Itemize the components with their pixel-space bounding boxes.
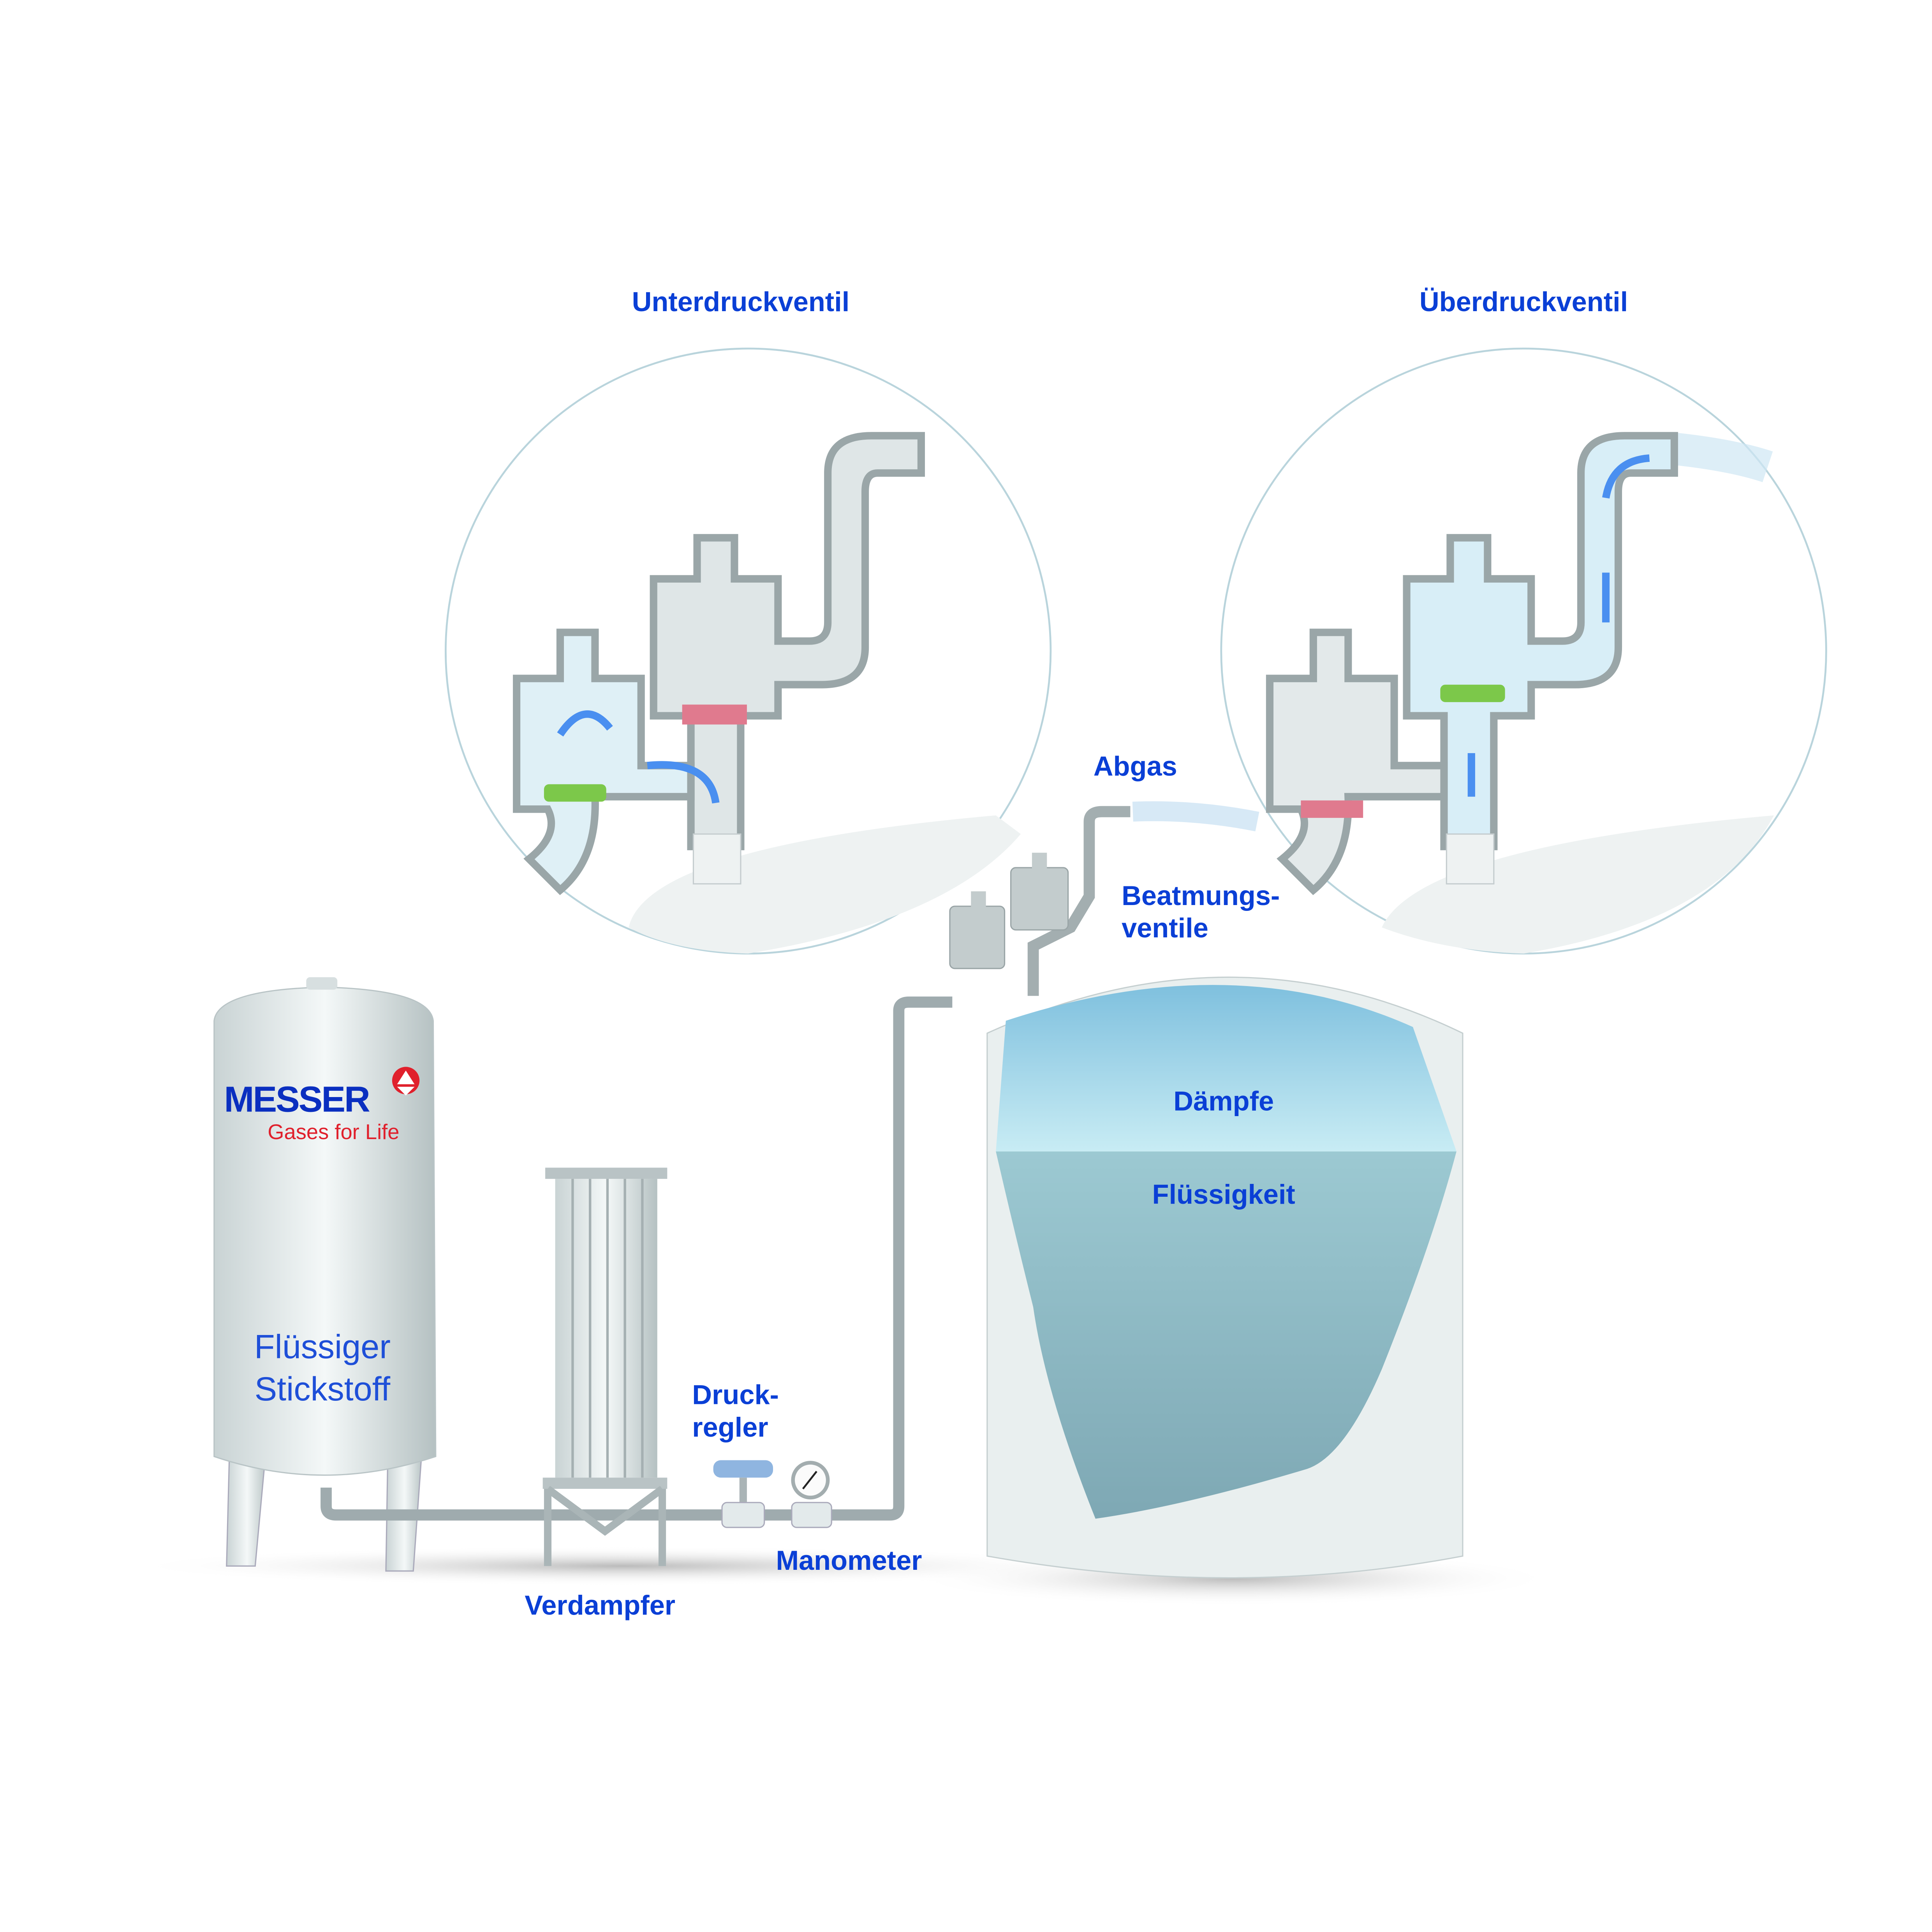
regulator-label-line1: Druck- [692, 1379, 779, 1410]
logo-brand: MESSER [224, 1079, 370, 1119]
pressure-valve-detail [1220, 347, 1827, 955]
vapor-space [996, 985, 1456, 1152]
nitrogen-pipe [321, 996, 953, 1521]
manometer [791, 1461, 832, 1528]
breather-valves [949, 801, 1259, 996]
liquid-label: Flüssigkeit [1152, 1179, 1295, 1210]
breather-valves-label-line1: Beatmungs- [1122, 880, 1280, 911]
exhaust-label: Abgas [1094, 750, 1177, 781]
manometer-label: Manometer [776, 1545, 922, 1576]
messer-logo: MESSER Gases for Life [224, 1067, 420, 1144]
vaporizer [542, 1168, 667, 1566]
floor-shadow [124, 1546, 1120, 1586]
vacuum-valve-label: Unterdruckventil [632, 286, 850, 317]
storage-tank [986, 976, 1464, 1579]
liquid-space [996, 1151, 1456, 1519]
vapors-label: Dämpfe [1173, 1085, 1274, 1116]
vaporizer-label: Verdampfer [525, 1590, 675, 1620]
pressure-valve-label: Überdruckventil [1420, 286, 1628, 317]
regulator-label-line2: regler [692, 1412, 768, 1442]
nitrogen-tank [213, 977, 437, 1572]
logo-slogan: Gases for Life [268, 1120, 399, 1144]
pressure-regulator[interactable] [713, 1460, 773, 1528]
vacuum-valve-detail [444, 347, 1052, 955]
nitrogen-label-line1: Flüssiger [254, 1328, 391, 1365]
breather-valves-label-line2: ventile [1122, 912, 1208, 943]
nitrogen-label-line2: Stickstoff [255, 1370, 391, 1408]
